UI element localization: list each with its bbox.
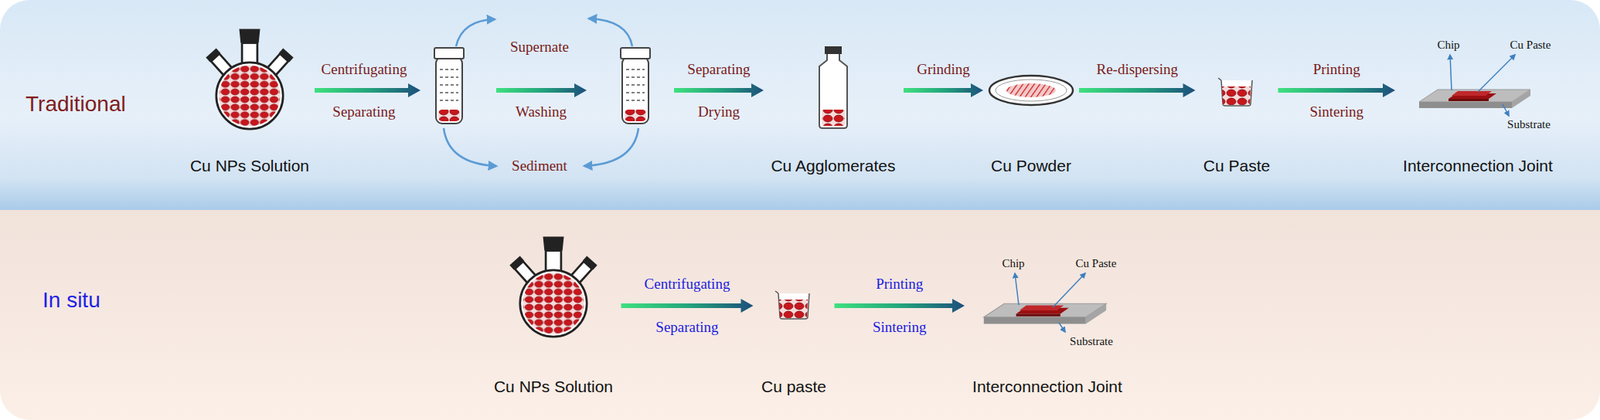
step-label: Drying xyxy=(697,103,740,122)
section-title: Traditional xyxy=(25,91,126,118)
step-label: Washing xyxy=(515,103,567,122)
stage-node: Cu paste xyxy=(756,225,832,401)
stage-node: Cu NPs Solution xyxy=(185,29,315,180)
tube-icon xyxy=(620,47,651,124)
tube-icon xyxy=(434,47,464,124)
flow-arrow xyxy=(674,83,764,98)
section-title: In situ xyxy=(42,287,101,314)
fraction-label: Supernate xyxy=(510,38,569,57)
vial-icon xyxy=(819,46,848,129)
step-label: Separating xyxy=(655,319,719,338)
flow-arrow xyxy=(314,83,421,98)
flow-arrow xyxy=(1278,83,1396,98)
curved-arrow xyxy=(443,128,497,167)
part-label: Chip xyxy=(1436,37,1460,52)
step-label: Printing xyxy=(1313,61,1361,79)
beaker-icon xyxy=(775,291,810,320)
dish-icon xyxy=(989,75,1073,106)
stage-caption: Cu Agglomerates xyxy=(765,156,901,177)
stage-caption: Cu NPs Solution xyxy=(489,377,619,398)
curved-arrow xyxy=(588,18,633,47)
flow-arrow xyxy=(496,83,587,98)
fraction-label: Sediment xyxy=(511,157,568,176)
flow-arrow xyxy=(621,299,754,314)
stage-caption: Cu Powder xyxy=(986,156,1076,177)
flask-icon xyxy=(509,237,597,338)
curved-arrow xyxy=(456,19,495,47)
band-ground xyxy=(0,0,1600,211)
part-label: Substrate xyxy=(1069,334,1114,349)
stage-caption: Cu NPs Solution xyxy=(185,156,315,177)
step-label: Centrifugating xyxy=(321,61,408,79)
stage-node: Interconnection Joint xyxy=(967,225,1127,401)
step-label: Sintering xyxy=(1309,103,1364,122)
flow-arrow xyxy=(834,299,966,314)
part-label: Cu Paste xyxy=(1510,37,1552,52)
leader-line xyxy=(1477,54,1515,92)
step-label: Re-dispersing xyxy=(1096,61,1178,79)
step-label: Printing xyxy=(875,275,923,294)
joint-icon xyxy=(983,303,1107,324)
leader-line xyxy=(1014,273,1019,306)
flow-arrow xyxy=(1079,83,1196,98)
part-label: Cu Paste xyxy=(1075,256,1117,271)
leader-line xyxy=(1450,54,1452,91)
stage-caption: Cu paste xyxy=(756,377,832,398)
stage-node: Cu NPs Solution xyxy=(489,225,619,401)
band-ground xyxy=(0,210,1600,420)
part-label: Chip xyxy=(1001,256,1025,271)
step-label: Grinding xyxy=(916,61,971,79)
beaker-icon xyxy=(1218,78,1253,106)
leader-line xyxy=(1052,273,1086,308)
stage-caption: Cu Paste xyxy=(1198,156,1276,177)
flask-icon xyxy=(205,29,293,130)
flow-arrow xyxy=(903,83,984,98)
stage-caption: Interconnection Joint xyxy=(1398,156,1558,177)
step-label: Sintering xyxy=(872,319,927,338)
section-band: In situ Cu NPs Solution Cu paste Interconne… xyxy=(0,210,1600,420)
step-label: Separating xyxy=(332,103,395,122)
step-label: Separating xyxy=(687,61,750,79)
joint-icon xyxy=(1419,89,1531,109)
stage-node: Cu Paste xyxy=(1198,29,1276,180)
step-label: Centrifugating xyxy=(644,275,731,294)
stage-node: Interconnection Joint xyxy=(1398,29,1558,180)
curved-arrow xyxy=(584,128,639,167)
part-label: Substrate xyxy=(1507,117,1551,132)
stage-caption: Interconnection Joint xyxy=(967,377,1127,398)
stage-node: Cu Powder xyxy=(986,29,1076,180)
leader-line xyxy=(1502,104,1509,116)
stage-node: Cu Agglomerates xyxy=(765,29,901,180)
leader-line xyxy=(1058,323,1066,333)
